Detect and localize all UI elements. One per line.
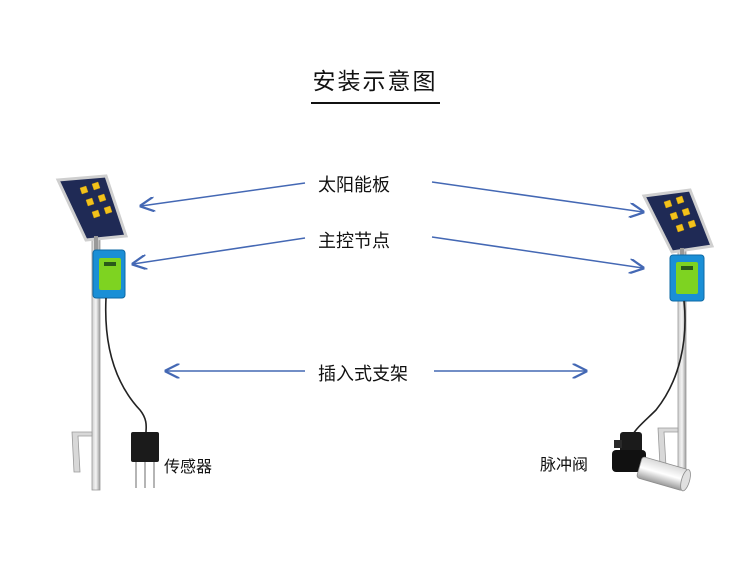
label-sensor: 传感器	[164, 457, 213, 476]
left-pole-foot	[71, 431, 93, 473]
arrow-solar-left	[141, 182, 306, 206]
callout-arrows	[133, 181, 643, 371]
arrow-node-left	[133, 237, 306, 264]
label-bracket: 插入式支架	[318, 364, 408, 385]
right-solar-panel	[641, 188, 715, 258]
arrow-solar-right	[431, 181, 643, 212]
right-pole-foot	[657, 427, 679, 467]
pulse-valve-device	[612, 432, 691, 492]
left-main-node	[92, 249, 126, 299]
left-station	[55, 174, 159, 491]
label-main-node: 主控节点	[318, 231, 390, 252]
left-solar-panel	[55, 174, 129, 250]
left-sensor-cable	[104, 297, 148, 433]
arrow-node-right	[431, 236, 643, 268]
label-pulse-valve: 脉冲阀	[540, 455, 589, 474]
right-station	[612, 188, 715, 492]
right-main-node	[669, 254, 705, 302]
page-title-text: 安装示意图	[310, 62, 440, 104]
page-title: 安装示意图	[0, 62, 750, 104]
sensor-device	[131, 432, 159, 488]
label-solar-panel: 太阳能板	[318, 175, 390, 196]
right-valve-cable	[631, 300, 686, 437]
